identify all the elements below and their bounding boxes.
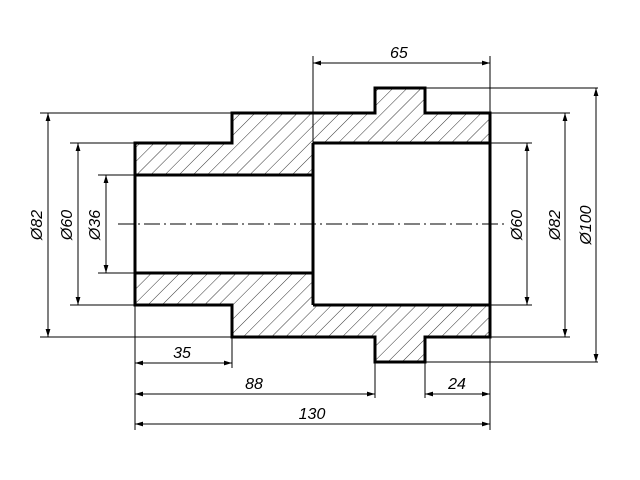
dim-left-step-len: 35 — [173, 345, 191, 362]
dimension-lines — [45, 60, 599, 427]
dim-top-width: 65 — [390, 45, 408, 62]
dim-to-flange-len: 88 — [245, 376, 263, 393]
dim-right-bore-dia: Ø60 — [509, 210, 526, 241]
dim-flange-dia: Ø100 — [578, 205, 595, 245]
dim-flange-to-end-len: 24 — [447, 376, 466, 393]
dim-left-mid-dia: Ø60 — [59, 210, 76, 241]
dim-left-bore-dia: Ø36 — [87, 210, 104, 241]
lower-section-hatch — [135, 273, 490, 362]
dim-left-outer-dia: Ø82 — [29, 210, 46, 241]
dim-overall-len: 130 — [299, 406, 326, 423]
dim-right-outer-dia: Ø82 — [547, 210, 564, 241]
